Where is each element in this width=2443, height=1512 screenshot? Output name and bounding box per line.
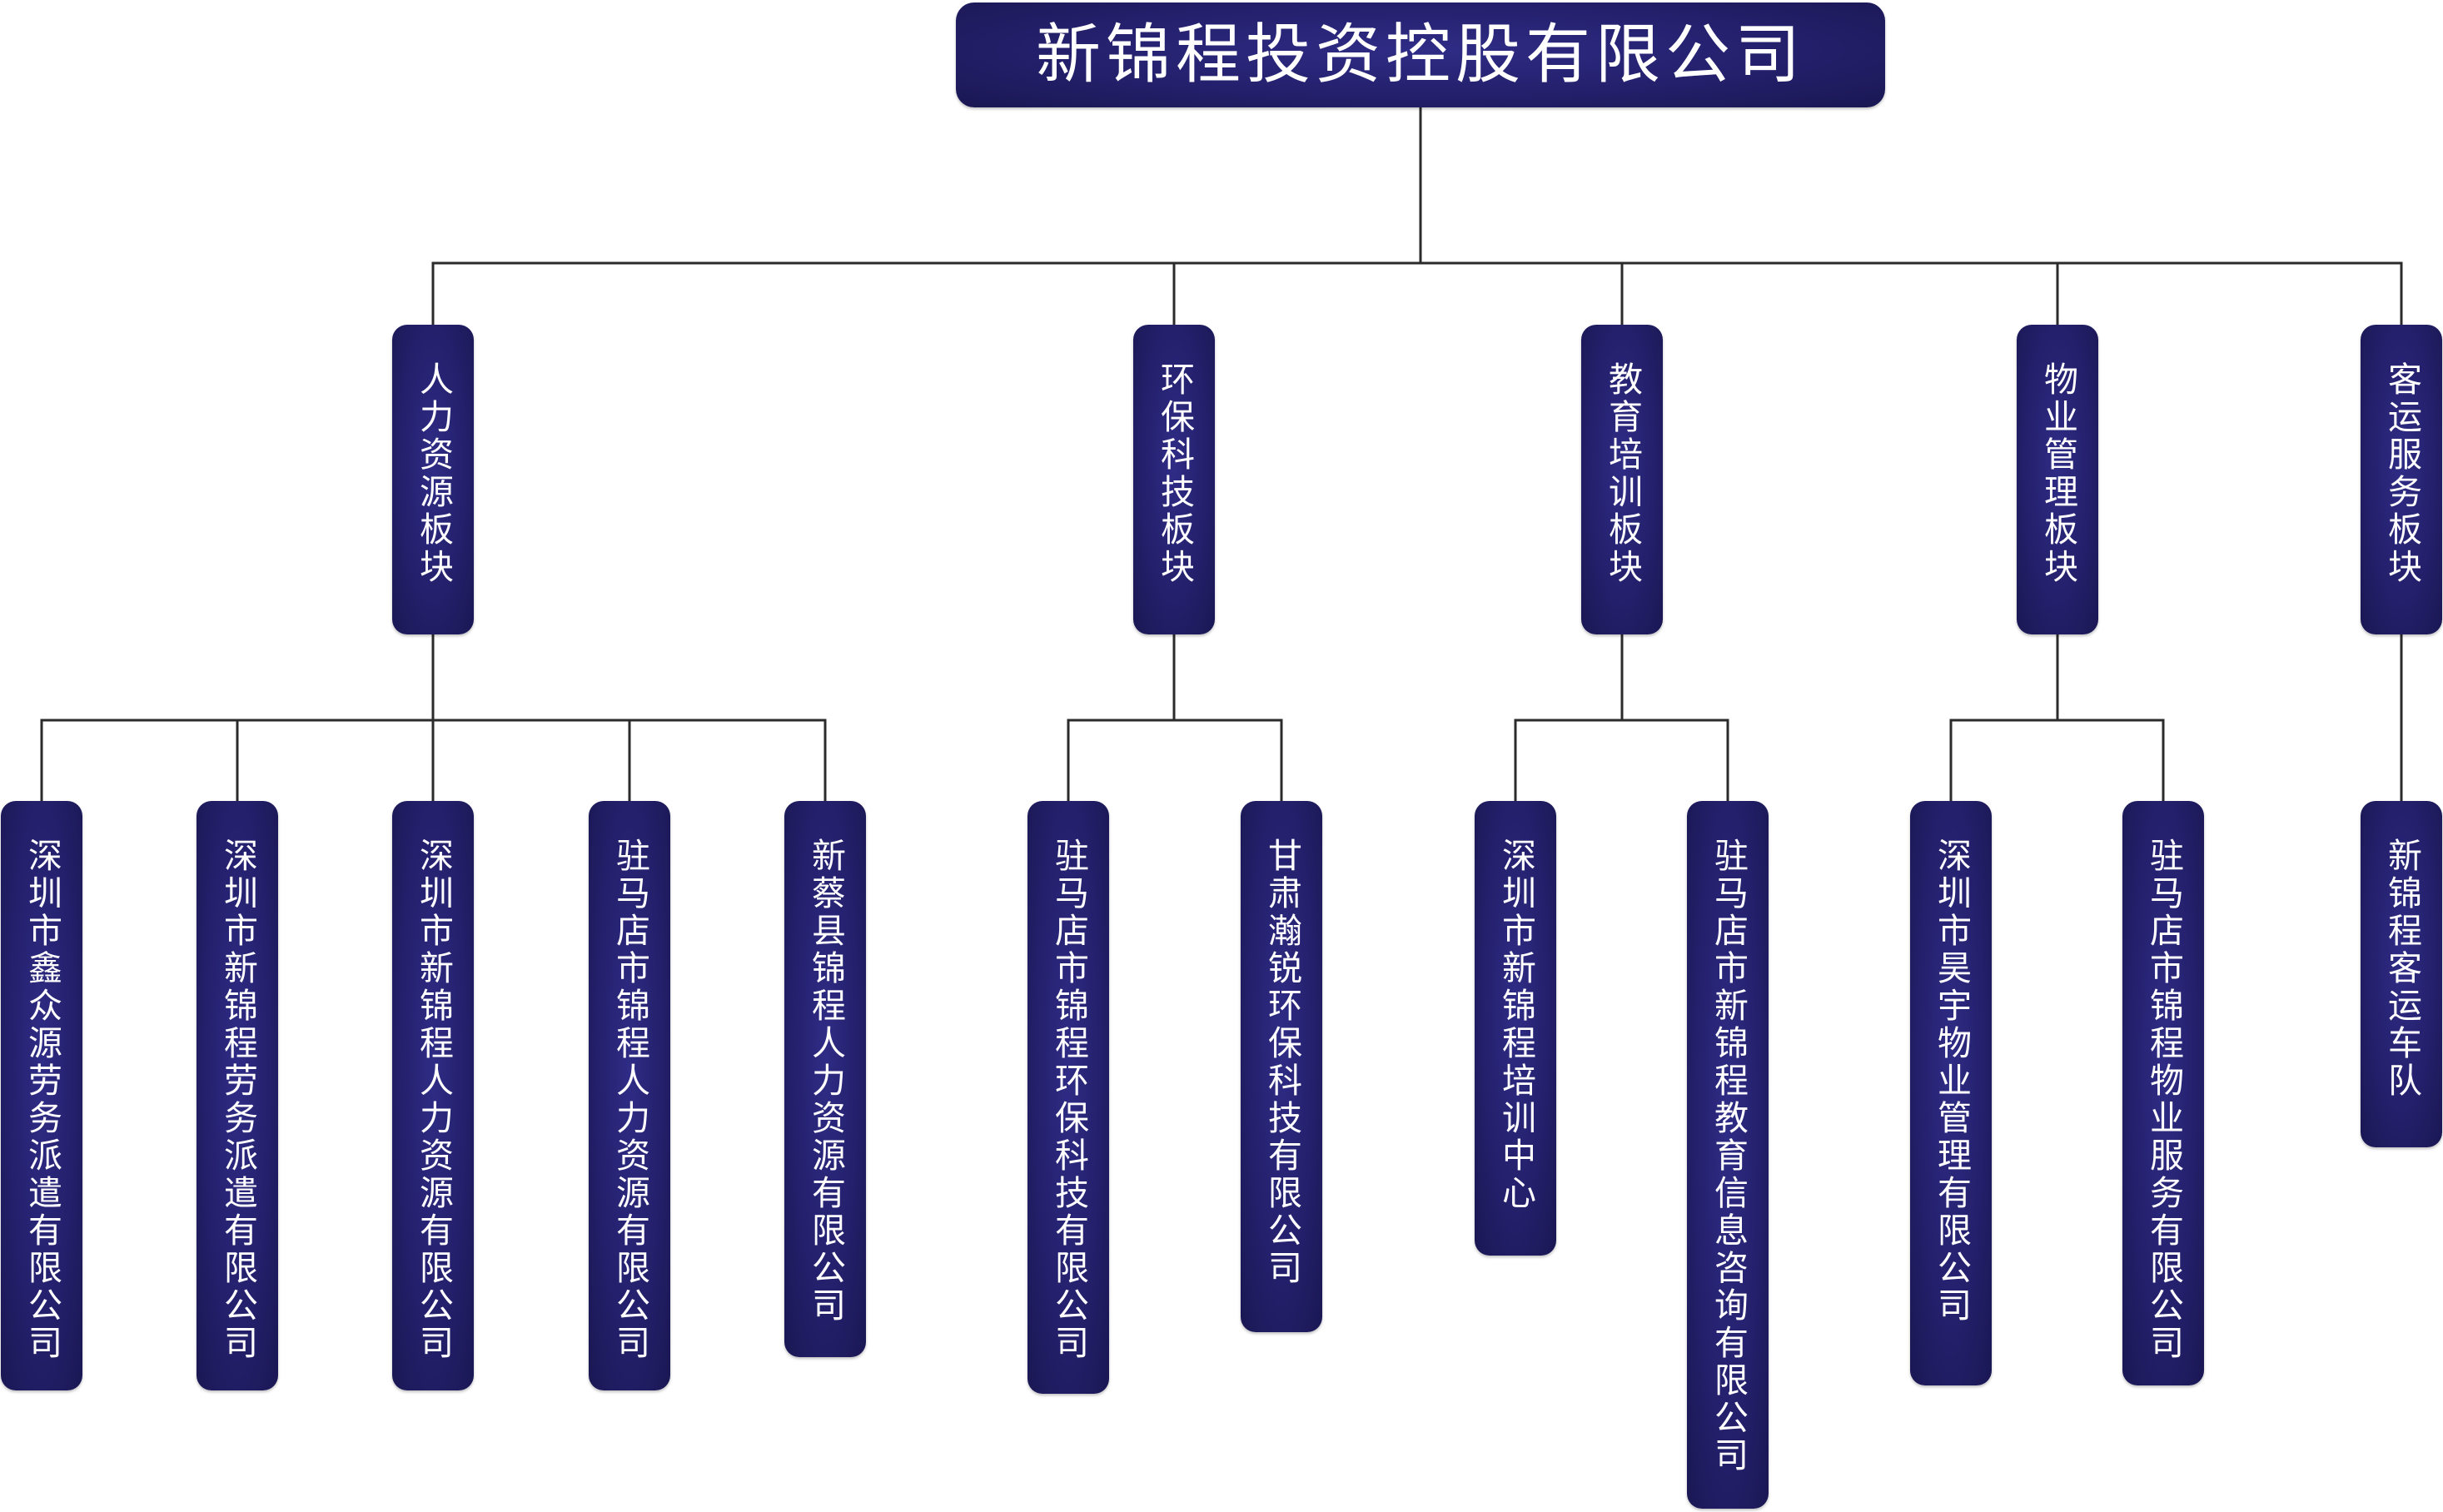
segment-label: 人力资源板块	[413, 361, 454, 586]
subsidiary-label: 深圳市昊宇物业管理有限公司	[1931, 838, 1972, 1325]
subsidiary-label: 新锦程客运车队	[2381, 838, 2422, 1100]
subsidiary-node: 新蔡县锦程人力资源有限公司	[784, 801, 866, 1357]
segment-node-passenger-transport: 客运服务板块	[2361, 325, 2442, 634]
subsidiary-label: 驻马店市新锦程教育信息咨询有限公司	[1708, 838, 1749, 1475]
subsidiary-label: 深圳市新锦程劳务派遣有限公司	[217, 838, 258, 1362]
subsidiary-node: 甘肃瀚锐环保科技有限公司	[1241, 801, 1322, 1332]
subsidiary-label: 甘肃瀚锐环保科技有限公司	[1261, 838, 1302, 1287]
subsidiary-node: 驻马店市锦程环保科技有限公司	[1027, 801, 1109, 1394]
subsidiary-node: 驻马店市锦程人力资源有限公司	[589, 801, 670, 1390]
subsidiary-node: 深圳市新锦程培训中心	[1475, 801, 1556, 1256]
subsidiary-label: 深圳市新锦程培训中心	[1495, 838, 1536, 1212]
root-company-label: 新锦程投资控股有限公司	[1035, 17, 1805, 92]
segment-label: 环保科技板块	[1154, 361, 1195, 586]
subsidiary-node: 深圳市鑫众源劳务派遣有限公司	[1, 801, 82, 1390]
subsidiary-node: 新锦程客运车队	[2361, 801, 2442, 1147]
subsidiary-label: 驻马店市锦程物业服务有限公司	[2143, 838, 2184, 1362]
subsidiary-label: 新蔡县锦程人力资源有限公司	[805, 838, 846, 1325]
segment-label: 客运服务板块	[2381, 361, 2422, 586]
segment-node-property: 物业管理板块	[2017, 325, 2098, 634]
root-company-node: 新锦程投资控股有限公司	[956, 2, 1885, 107]
subsidiary-label: 深圳市新锦程人力资源有限公司	[413, 838, 454, 1362]
subsidiary-label: 驻马店市锦程人力资源有限公司	[610, 838, 650, 1362]
segment-label: 物业管理板块	[2037, 361, 2078, 586]
subsidiary-node: 深圳市新锦程人力资源有限公司	[392, 801, 474, 1390]
subsidiary-node: 深圳市昊宇物业管理有限公司	[1910, 801, 1992, 1385]
subsidiary-node: 深圳市新锦程劳务派遣有限公司	[197, 801, 278, 1390]
segment-node-environmental: 环保科技板块	[1133, 325, 1215, 634]
segment-node-hr: 人力资源板块	[392, 325, 474, 634]
segment-node-education: 教育培训板块	[1581, 325, 1663, 634]
subsidiary-node: 驻马店市新锦程教育信息咨询有限公司	[1687, 801, 1769, 1509]
subsidiary-label: 驻马店市锦程环保科技有限公司	[1048, 838, 1089, 1362]
segment-label: 教育培训板块	[1602, 361, 1643, 586]
subsidiary-node: 驻马店市锦程物业服务有限公司	[2122, 801, 2204, 1385]
subsidiary-label: 深圳市鑫众源劳务派遣有限公司	[22, 838, 62, 1362]
